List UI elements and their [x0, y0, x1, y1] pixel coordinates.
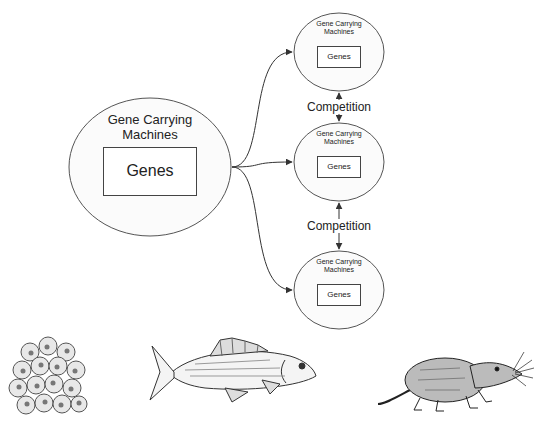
machine-title: Gene Carrying Machines — [304, 130, 374, 146]
cell-nuclei — [17, 345, 82, 408]
machine-title: Gene Carrying Machines — [90, 113, 210, 143]
genes-label: Genes — [126, 162, 174, 180]
edge-label: Competition — [304, 219, 374, 233]
genes-box: Genes — [317, 284, 361, 306]
cell-cluster — [9, 337, 87, 414]
machine-ellipse: Gene Carrying MachinesGenes — [293, 122, 385, 202]
genes-label: Genes — [327, 290, 351, 299]
genes-box: Genes — [317, 46, 361, 68]
genes-box: Genes — [317, 156, 361, 178]
edge-label: Competition — [304, 100, 374, 114]
branch-arrow — [232, 52, 292, 167]
fish — [150, 338, 316, 402]
machine-ellipse: Gene Carrying MachinesGenes — [293, 250, 385, 330]
genes-label: Genes — [327, 52, 351, 61]
machine-title: Gene Carrying Machines — [304, 258, 374, 274]
shrew — [378, 352, 534, 411]
genes-label: Genes — [327, 162, 351, 171]
branch-arrow — [232, 167, 292, 290]
branch-arrow — [232, 162, 292, 167]
machine-ellipse: Gene Carrying MachinesGenes — [293, 12, 385, 92]
genes-box: Genes — [103, 147, 197, 196]
machine-title: Gene Carrying Machines — [304, 20, 374, 36]
machine-ellipse: Gene Carrying MachinesGenes — [68, 97, 232, 237]
